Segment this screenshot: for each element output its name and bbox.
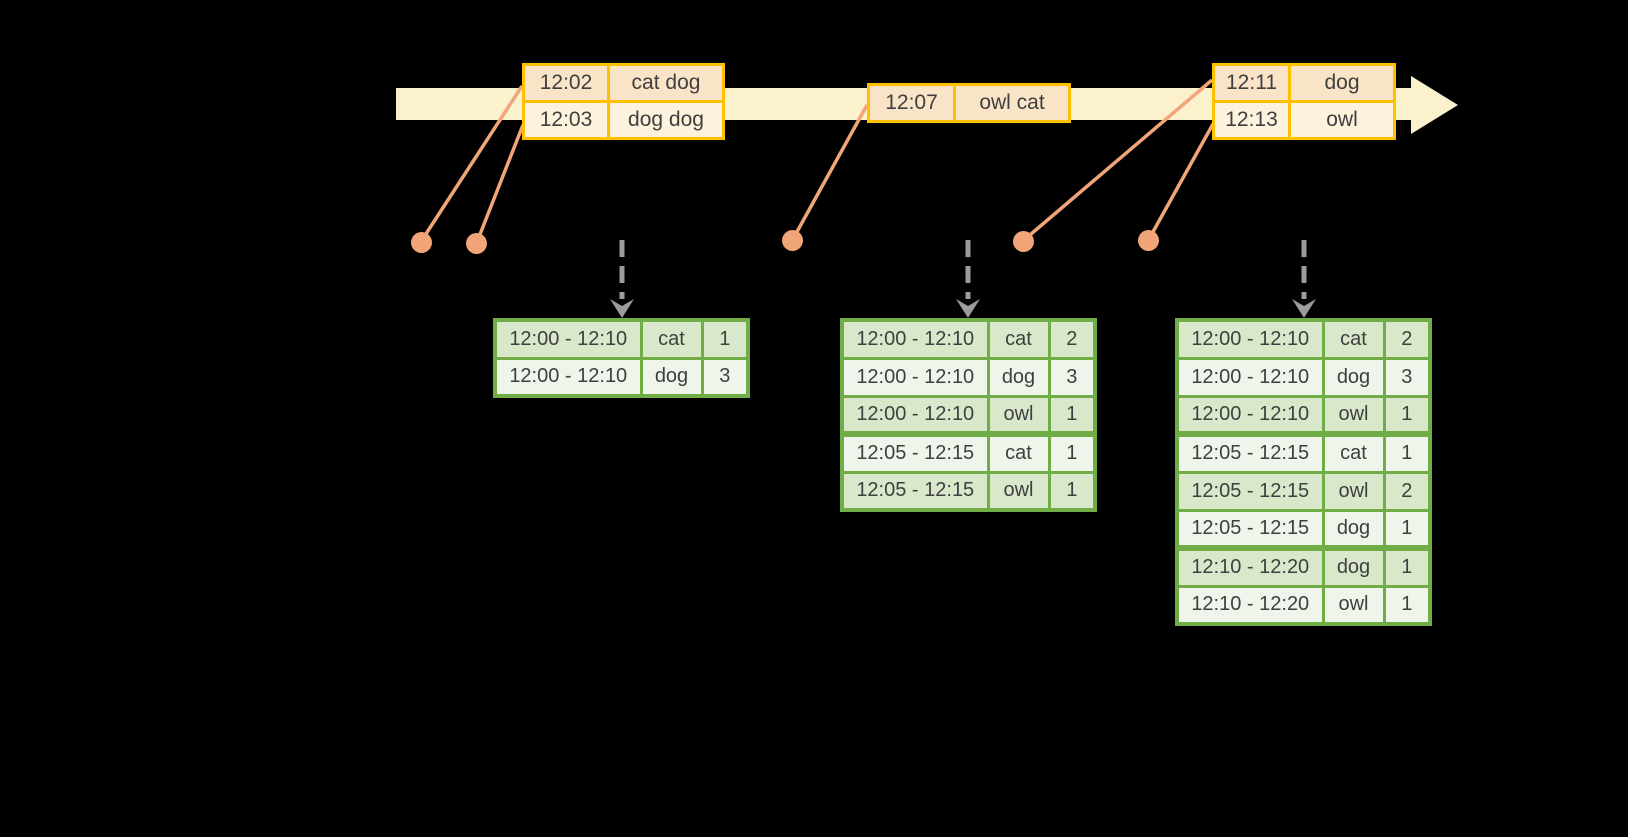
event-row: 12:02 cat dog	[522, 63, 725, 103]
result-row: 12:00 - 12:10 cat 1	[493, 318, 750, 360]
event-row: 12:13 owl	[1212, 100, 1396, 140]
result-window-cell: 12:00 - 12:10	[1175, 356, 1325, 398]
event-dot	[411, 232, 432, 253]
event-table-1: 12:02 cat dog 12:03 dog dog	[522, 63, 725, 140]
event-row: 12:11 dog	[1212, 63, 1396, 103]
result-count-cell: 1	[1047, 394, 1097, 436]
connector-line	[1147, 123, 1215, 240]
down-arrowhead-icon	[610, 299, 634, 318]
event-row: 12:07 owl cat	[867, 83, 1071, 123]
result-word-cell: owl	[1321, 470, 1386, 512]
result-count-cell: 1	[700, 318, 750, 360]
event-dot	[1013, 231, 1034, 252]
result-row: 12:00 - 12:10 owl 1	[1175, 394, 1432, 436]
result-row: 12:05 - 12:15 owl 2	[1175, 470, 1432, 512]
result-window-cell: 12:05 - 12:15	[1175, 431, 1325, 474]
result-window-cell: 12:05 - 12:15	[840, 431, 990, 474]
event-time-cell: 12:07	[867, 83, 956, 123]
event-table-2: 12:07 owl cat	[867, 83, 1071, 123]
result-row: 12:05 - 12:15 cat 1	[840, 431, 1097, 474]
result-window-cell: 12:00 - 12:10	[1175, 318, 1325, 360]
result-word-cell: cat	[986, 318, 1051, 360]
result-count-cell: 1	[1047, 431, 1097, 474]
result-window-cell: 12:05 - 12:15	[840, 470, 990, 512]
result-word-cell: cat	[1321, 318, 1386, 360]
result-row: 12:05 - 12:15 dog 1	[1175, 508, 1432, 550]
timeline-arrowhead-icon	[1411, 76, 1458, 134]
event-connector-lines	[420, 78, 1215, 243]
result-count-cell: 1	[1382, 508, 1432, 550]
result-window-cell: 12:00 - 12:10	[493, 356, 643, 398]
result-window-cell: 12:00 - 12:10	[840, 356, 990, 398]
result-window-cell: 12:00 - 12:10	[840, 394, 990, 436]
event-words-cell: dog dog	[607, 100, 725, 140]
result-word-cell: owl	[986, 470, 1051, 512]
event-time-cell: 12:13	[1212, 100, 1291, 140]
event-dot	[1138, 230, 1159, 251]
result-row: 12:00 - 12:10 owl 1	[840, 394, 1097, 436]
result-count-cell: 2	[1382, 470, 1432, 512]
result-count-cell: 1	[1382, 394, 1432, 436]
event-time-cell: 12:11	[1212, 63, 1291, 103]
result-table-3: 12:00 - 12:10 cat 2 12:00 - 12:10 dog 3 …	[1175, 318, 1432, 626]
result-table-1: 12:00 - 12:10 cat 1 12:00 - 12:10 dog 3	[493, 318, 750, 398]
result-word-cell: cat	[986, 431, 1051, 474]
event-words-cell: cat dog	[607, 63, 725, 103]
result-row: 12:00 - 12:10 cat 2	[840, 318, 1097, 360]
event-time-cell: 12:02	[522, 63, 610, 103]
result-word-cell: owl	[1321, 584, 1386, 626]
connector-line	[791, 104, 869, 240]
result-row: 12:00 - 12:10 dog 3	[493, 356, 750, 398]
result-count-cell: 3	[700, 356, 750, 398]
result-word-cell: dog	[1321, 545, 1386, 588]
result-word-cell: dog	[1321, 356, 1386, 398]
down-arrowhead-icon	[956, 299, 980, 318]
down-arrowhead-icon	[1292, 299, 1316, 318]
result-window-cell: 12:10 - 12:20	[1175, 584, 1325, 626]
connector-line	[420, 85, 524, 241]
event-time-cell: 12:03	[522, 100, 610, 140]
result-row: 12:05 - 12:15 owl 1	[840, 470, 1097, 512]
result-table-2: 12:00 - 12:10 cat 2 12:00 - 12:10 dog 3 …	[840, 318, 1097, 512]
connector-line	[1022, 78, 1214, 242]
event-words-cell: owl	[1288, 100, 1396, 140]
trigger-arrowheads	[610, 299, 1316, 318]
result-word-cell: owl	[1321, 394, 1386, 436]
result-row: 12:05 - 12:15 cat 1	[1175, 431, 1432, 474]
result-count-cell: 1	[1382, 431, 1432, 474]
result-window-cell: 12:05 - 12:15	[1175, 508, 1325, 550]
result-count-cell: 2	[1382, 318, 1432, 360]
result-count-cell: 1	[1047, 470, 1097, 512]
result-word-cell: dog	[1321, 508, 1386, 550]
result-count-cell: 1	[1382, 584, 1432, 626]
result-row: 12:10 - 12:20 owl 1	[1175, 584, 1432, 626]
event-dot	[466, 233, 487, 254]
result-count-cell: 1	[1382, 545, 1432, 588]
result-count-cell: 2	[1047, 318, 1097, 360]
result-word-cell: cat	[639, 318, 704, 360]
result-word-cell: cat	[1321, 431, 1386, 474]
result-word-cell: dog	[986, 356, 1051, 398]
result-word-cell: owl	[986, 394, 1051, 436]
event-row: 12:03 dog dog	[522, 100, 725, 140]
result-window-cell: 12:00 - 12:10	[840, 318, 990, 360]
result-window-cell: 12:00 - 12:10	[493, 318, 643, 360]
trigger-arrow-shafts	[619, 240, 1307, 299]
result-window-cell: 12:00 - 12:10	[1175, 394, 1325, 436]
result-row: 12:00 - 12:10 dog 3	[840, 356, 1097, 398]
result-count-cell: 3	[1047, 356, 1097, 398]
event-words-cell: owl cat	[953, 83, 1071, 123]
result-word-cell: dog	[639, 356, 704, 398]
result-window-cell: 12:05 - 12:15	[1175, 470, 1325, 512]
result-row: 12:10 - 12:20 dog 1	[1175, 545, 1432, 588]
event-words-cell: dog	[1288, 63, 1396, 103]
result-count-cell: 3	[1382, 356, 1432, 398]
connector-line	[475, 124, 525, 243]
result-window-cell: 12:10 - 12:20	[1175, 545, 1325, 588]
result-row: 12:00 - 12:10 cat 2	[1175, 318, 1432, 360]
event-dot	[782, 230, 803, 251]
event-table-3: 12:11 dog 12:13 owl	[1212, 63, 1396, 140]
result-row: 12:00 - 12:10 dog 3	[1175, 356, 1432, 398]
